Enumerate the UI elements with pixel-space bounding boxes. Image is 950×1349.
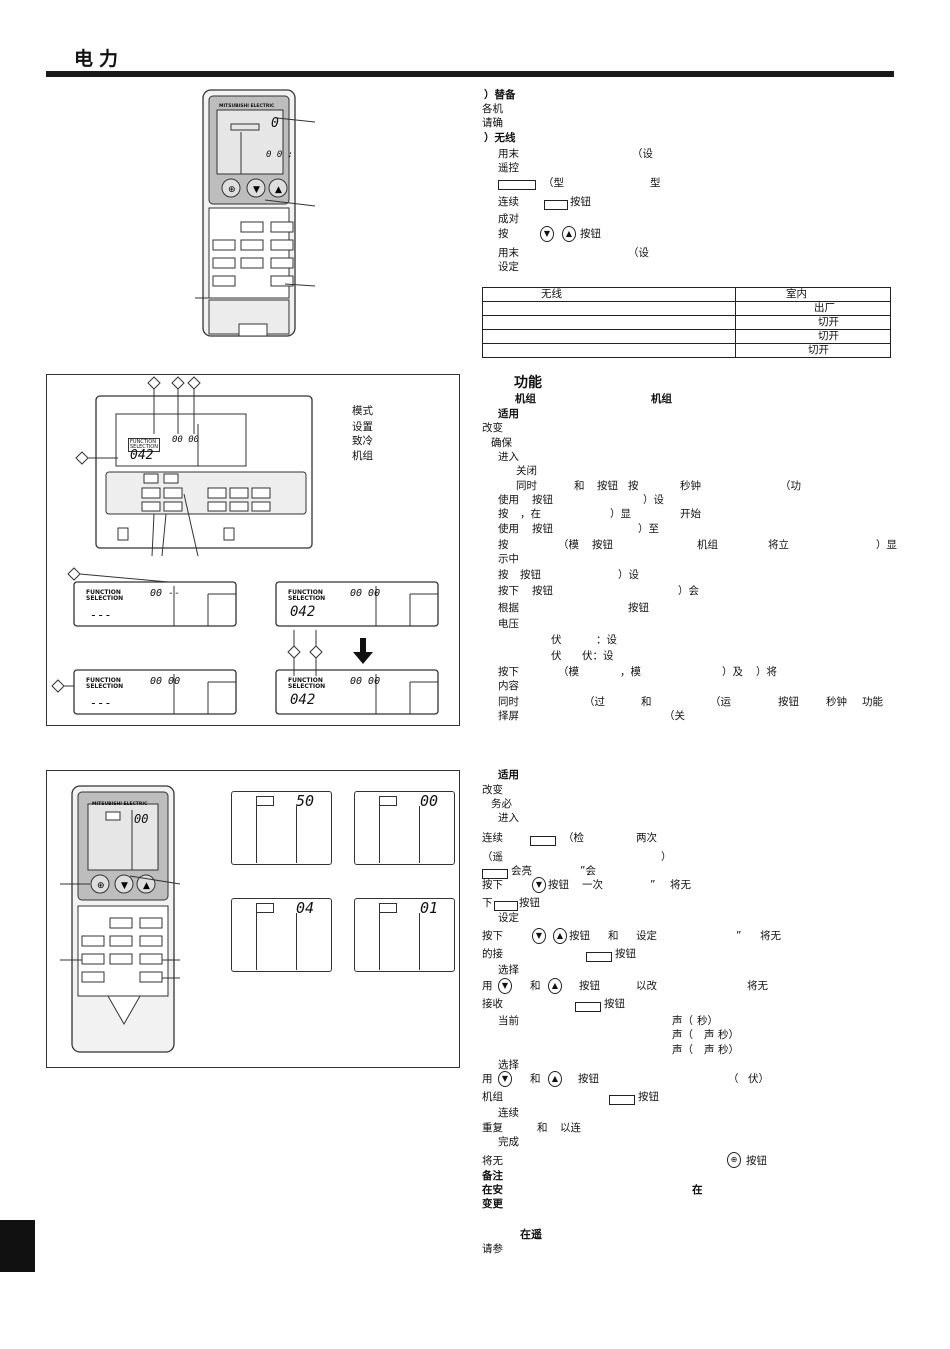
lcd1-value: 50 <box>296 792 315 810</box>
svg-text:⊕: ⊕ <box>97 881 105 891</box>
button-box-icon <box>609 1095 635 1105</box>
rt-l9: 成对 <box>498 213 519 225</box>
table-header: 无线 <box>482 287 736 302</box>
down-arrow-icon: ▼ <box>498 978 512 994</box>
lcd4-value: 01 <box>420 899 439 917</box>
rt-l11b: （设 <box>628 247 649 259</box>
page-title: 电力 <box>74 48 125 70</box>
table-header: 室内 <box>735 287 891 302</box>
up-arrow-icon: ▲ <box>562 226 576 242</box>
rt-l6: 遥控 <box>498 162 519 174</box>
down-arrow-icon: ▼ <box>540 226 554 242</box>
wired-remote-diagram <box>51 376 439 715</box>
lcd4-time: 00 00 <box>350 676 381 687</box>
lcd-display-4 <box>354 898 455 972</box>
lcd-display-2 <box>354 791 455 865</box>
remote-lcd-digit: 0 <box>271 116 279 131</box>
table-row: 切开 <box>482 343 891 358</box>
lcd2-value: 00 <box>420 792 439 810</box>
svg-text:⊕: ⊕ <box>228 185 236 195</box>
lcd1-blink: 00 -- <box>150 588 181 599</box>
up-arrow-icon: ▲ <box>548 1071 562 1087</box>
rt-l7a: （型 <box>543 177 564 189</box>
svg-text:▼: ▼ <box>253 185 260 195</box>
lcd1-dash: --- <box>90 608 112 622</box>
table-row: 出厂 <box>482 301 891 316</box>
rt-l7b: 型 <box>650 177 661 189</box>
svg-text:▲: ▲ <box>275 185 282 195</box>
rt-l10b: 按钮 <box>580 228 601 240</box>
main-lcd-code: 042 <box>130 448 154 463</box>
lcd2-time: 00 00 <box>350 588 381 599</box>
button-box-icon <box>498 180 536 190</box>
rt-l3: 请确 <box>482 117 503 129</box>
lcd4-code: 042 <box>290 692 316 708</box>
mid-side-3: 致冷 <box>352 435 373 447</box>
settings-table: 无线 室内 出厂 切开 切开 切开 <box>482 287 891 358</box>
header-rule <box>46 71 894 77</box>
lcd2-code: 042 <box>290 604 316 620</box>
table-header-row: 无线 室内 <box>482 287 891 302</box>
button-box-icon <box>544 200 568 210</box>
mid-side-2: 设置 <box>352 421 373 433</box>
button-box-icon <box>586 952 612 962</box>
rt-l8b: 按钮 <box>570 196 591 208</box>
button-box-icon <box>494 901 518 911</box>
up-arrow-icon: ▲ <box>548 978 562 994</box>
page-side-tab <box>0 1220 35 1272</box>
rt-l2: 各机 <box>482 103 503 115</box>
remote2-lcd: 00 <box>134 812 149 826</box>
lcd3-value: 04 <box>296 899 315 917</box>
down-arrow-icon: ▼ <box>532 928 546 944</box>
wireless-remote-figure: ▼ ▲ ⊕ <box>195 89 316 337</box>
button-box-icon <box>530 836 556 846</box>
wireless-setting-figure <box>46 770 460 1068</box>
rt-l4: ）无线 <box>484 132 516 144</box>
lcd3-time: 00 00 <box>150 676 181 687</box>
button-box-icon <box>482 869 508 879</box>
up-arrow-icon: ▲ <box>553 928 567 944</box>
button-box-icon <box>575 1002 601 1012</box>
mid-side-4: 机组 <box>352 450 373 462</box>
main-lcd-time: 00 00 <box>172 435 200 445</box>
rt-l5a: 用末 <box>498 148 519 160</box>
lcd-display-3 <box>231 898 332 972</box>
power-icon: ⊕ <box>727 1152 741 1168</box>
rt-l8a: 连续 <box>498 196 519 208</box>
rt-l11a: 用末 <box>498 247 519 259</box>
remote2-brand: MITSUBISHI ELECTRIC <box>92 802 148 807</box>
down-arrow-icon: ▼ <box>532 877 546 893</box>
remote-lcd-small: 0 0 : <box>266 150 294 160</box>
wireless-remote-2: ⊕ ▼ ▲ <box>60 785 181 1053</box>
svg-text:▲: ▲ <box>143 881 150 891</box>
lcd-display-1 <box>231 791 332 865</box>
rt-l1: ）替备 <box>484 89 516 101</box>
svg-text:▼: ▼ <box>121 881 128 891</box>
lcd3-dash: --- <box>90 696 112 710</box>
rt-l10a: 按 <box>498 228 509 240</box>
table-row: 切开 <box>482 315 891 330</box>
table-row: 切开 <box>482 329 891 344</box>
rt-l12: 设定 <box>498 261 519 273</box>
mid-side-1: 模式 <box>352 405 373 417</box>
rt-l5b: （设 <box>632 148 653 160</box>
function-selection-figure <box>46 374 460 726</box>
down-arrow-icon: ▼ <box>498 1071 512 1087</box>
section2-title: 功能 <box>514 375 542 391</box>
remote-brand: MITSUBISHI ELECTRIC <box>219 104 275 109</box>
